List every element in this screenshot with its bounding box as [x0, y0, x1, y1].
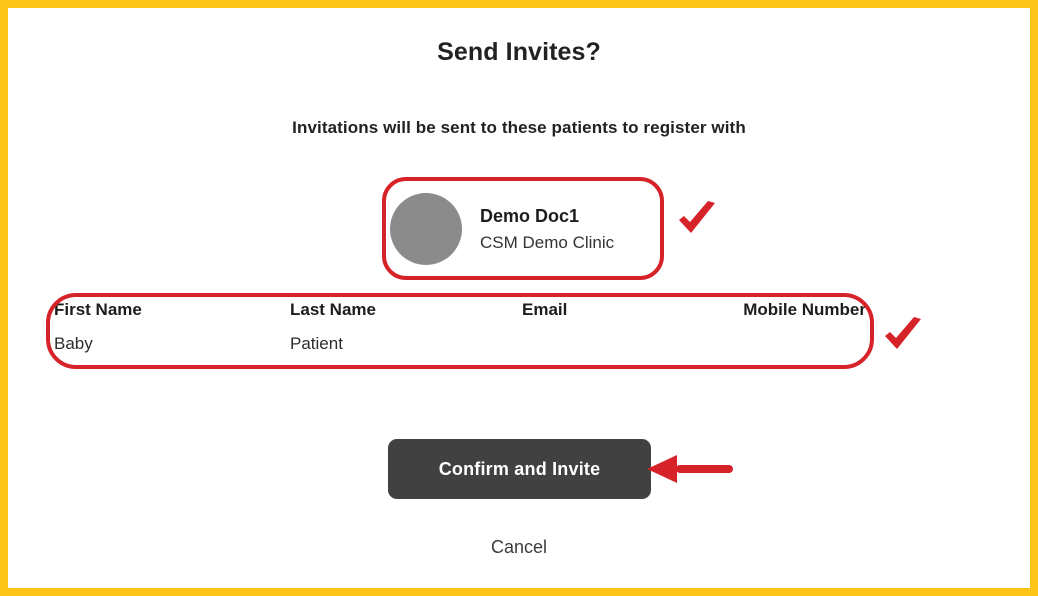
column-header-first-name: First Name — [54, 300, 142, 319]
page-title: Send Invites? — [437, 38, 601, 66]
check-mark-icon — [882, 316, 924, 359]
doctor-name: Demo Doc1 — [480, 205, 580, 226]
cell-last-name: Patient — [290, 334, 343, 353]
confirm-and-invite-button[interactable]: Confirm and Invite — [388, 439, 651, 499]
arrow-left-icon — [645, 454, 737, 489]
check-mark-icon — [676, 200, 718, 243]
avatar-placeholder-icon — [390, 193, 462, 265]
dialog-container: Send Invites? Invitations will be sent t… — [8, 8, 1030, 588]
cell-first-name: Baby — [54, 334, 93, 353]
column-header-last-name: Last Name — [290, 300, 376, 319]
column-header-mobile-number: Mobile Number — [743, 300, 866, 319]
doctor-card[interactable]: Demo Doc1 CSM Demo Clinic — [390, 185, 658, 273]
table-row: Baby Patient — [54, 334, 866, 354]
dialog-subtitle: Invitations will be sent to these patien… — [292, 118, 746, 137]
table-header-row: First Name Last Name Email Mobile Number — [54, 300, 866, 320]
cancel-button[interactable]: Cancel — [490, 537, 548, 557]
doctor-meta: Demo Doc1 CSM Demo Clinic — [480, 206, 614, 253]
column-header-email: Email — [522, 300, 568, 319]
doctor-clinic: CSM Demo Clinic — [480, 232, 615, 252]
patients-table: First Name Last Name Email Mobile Number… — [54, 300, 866, 354]
